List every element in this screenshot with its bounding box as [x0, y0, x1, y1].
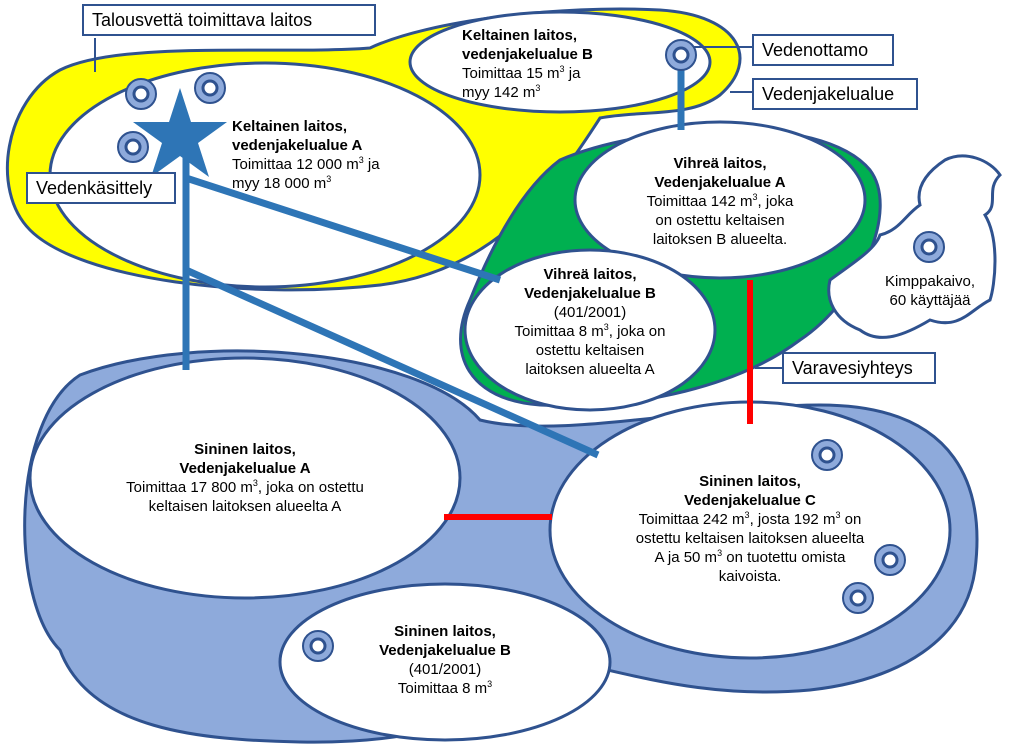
green-a-text: Vihreä laitos, Vedenjakelualue A Toimitt…	[615, 154, 825, 249]
blue-c-title1: Sininen laitos,	[699, 473, 801, 490]
blue-c-line1-tail: on	[840, 511, 862, 528]
yellow-a-text: Keltainen laitos, vedenjakelualue A Toim…	[232, 117, 452, 193]
green-a-line2: on ostettu keltaisen	[655, 212, 785, 229]
unit-sup: 3	[326, 174, 332, 184]
label-water-intake: Vedenottamo	[752, 34, 894, 66]
yellow-a-line1-tail: ja	[363, 156, 380, 173]
blue-c-text: Sininen laitos, Vedenjakelualue C Toimit…	[600, 472, 900, 586]
yellow-b-title1: Keltainen laitos,	[462, 27, 578, 44]
blue-c-line3: A ja 50 m	[654, 549, 718, 566]
unit-sup: 3	[717, 548, 723, 558]
well-icon-core	[881, 551, 899, 569]
yellow-a-title2: vedenjakelualue A	[232, 137, 363, 154]
green-b-title1: Vihreä laitos,	[543, 266, 637, 283]
blue-c-line1-mid: , josta 192 m	[749, 511, 836, 528]
label-drinking-water-plant: Talousvettä toimittava laitos	[82, 4, 376, 36]
yellow-a-line2: myy 18 000 m	[232, 175, 327, 192]
blue-a-title1: Sininen laitos,	[194, 441, 296, 458]
blue-b-line1: (401/2001)	[408, 661, 482, 678]
blue-a-ellipse	[28, 356, 462, 600]
unit-sup: 3	[487, 679, 493, 689]
unit-sup: 3	[603, 322, 609, 332]
blue-b-line2: Toimittaa 8 m	[397, 680, 488, 697]
green-b-ellipse	[463, 248, 717, 412]
shared-well-text: Kimppakaivo, 60 käyttäjää	[870, 272, 990, 310]
blue-b-text: Sininen laitos, Vedenjakelualue B (401/2…	[345, 622, 545, 698]
blue-c-line4: kaivoista.	[718, 568, 782, 585]
blue-a-line2: keltaisen laitoksen alueelta A	[148, 498, 342, 515]
unit-sup: 3	[744, 510, 750, 520]
green-a-title2: Vedenjakelualue A	[654, 174, 786, 191]
well-icon-core	[124, 138, 142, 156]
unit-sup: 3	[535, 83, 541, 93]
well-icon-core	[309, 637, 327, 655]
well-icon-core	[132, 85, 150, 103]
green-b-line2: Toimittaa 8 m	[514, 323, 604, 340]
shared-well-line2: 60 käyttäjää	[889, 292, 971, 309]
green-a-ellipse	[573, 120, 867, 280]
yellow-b-line2: myy 142 m	[462, 84, 536, 101]
blue-c-line1: Toimittaa 242 m	[638, 511, 745, 528]
green-a-line3: laitoksen B alueelta.	[652, 231, 788, 248]
blue-b-title1: Sininen laitos,	[394, 623, 496, 640]
yellow-a-line1: Toimittaa 12 000 m	[232, 156, 359, 173]
blue-b-ellipse	[278, 582, 612, 742]
shared-well-line1: Kimppakaivo,	[884, 273, 976, 290]
yellow-b-ellipse	[408, 10, 712, 114]
unit-sup: 3	[252, 478, 258, 488]
unit-sup: 3	[559, 64, 565, 74]
pipe-treatment-to-blue-c	[184, 266, 600, 459]
yellow-b-line1: Toimittaa 15 m	[462, 65, 560, 82]
blue-a-line1: Toimittaa 17 800 m	[126, 479, 253, 496]
label-backup-connection: Varavesiyhteys	[782, 352, 936, 384]
blue-c-line2: ostettu keltaisen laitoksen alueelta	[635, 530, 865, 547]
blue-a-title2: Vedenjakelualue A	[179, 460, 311, 477]
blue-c-line3-tail: on tuotettu omista	[722, 549, 846, 566]
blue-b-title2: Vedenjakelualue B	[379, 642, 511, 659]
green-b-text: Vihreä laitos, Vedenjakelualue B (401/20…	[495, 265, 685, 379]
well-icon-core	[849, 589, 867, 607]
yellow-b-title2: vedenjakelualue B	[462, 46, 593, 63]
green-a-title1: Vihreä laitos,	[673, 155, 767, 172]
unit-sup: 3	[835, 510, 841, 520]
unit-sup: 3	[358, 155, 364, 165]
green-a-line1: Toimittaa 142 m	[646, 193, 753, 210]
blue-a-text: Sininen laitos, Vedenjakelualue A Toimit…	[95, 440, 395, 516]
pipe-treatment-to-green-b	[184, 174, 502, 284]
label-water-treatment: Vedenkäsittely	[26, 172, 176, 204]
yellow-a-title1: Keltainen laitos,	[232, 118, 348, 135]
green-a-line1-tail: , joka	[757, 193, 794, 210]
well-icon-core	[672, 46, 690, 64]
well-icon-core	[201, 79, 219, 97]
blue-a-line1-tail: , joka on ostettu	[257, 479, 364, 496]
yellow-b-text: Keltainen laitos, vedenjakelualue B Toim…	[462, 26, 642, 102]
green-b-line1: (401/2001)	[553, 304, 627, 321]
blue-c-title2: Vedenjakelualue C	[684, 492, 816, 509]
green-b-title2: Vedenjakelualue B	[524, 285, 656, 302]
label-distribution-area: Vedenjakelualue	[752, 78, 918, 110]
water-treatment-star-icon	[133, 88, 227, 177]
well-icon-core	[818, 446, 836, 464]
yellow-b-line1-tail: ja	[564, 65, 581, 82]
green-b-line4: laitoksen alueelta A	[525, 361, 655, 378]
green-b-line2-tail: , joka on	[608, 323, 666, 340]
unit-sup: 3	[752, 192, 758, 202]
green-b-line3: ostettu keltaisen	[535, 342, 645, 359]
well-icon-core	[920, 238, 938, 256]
